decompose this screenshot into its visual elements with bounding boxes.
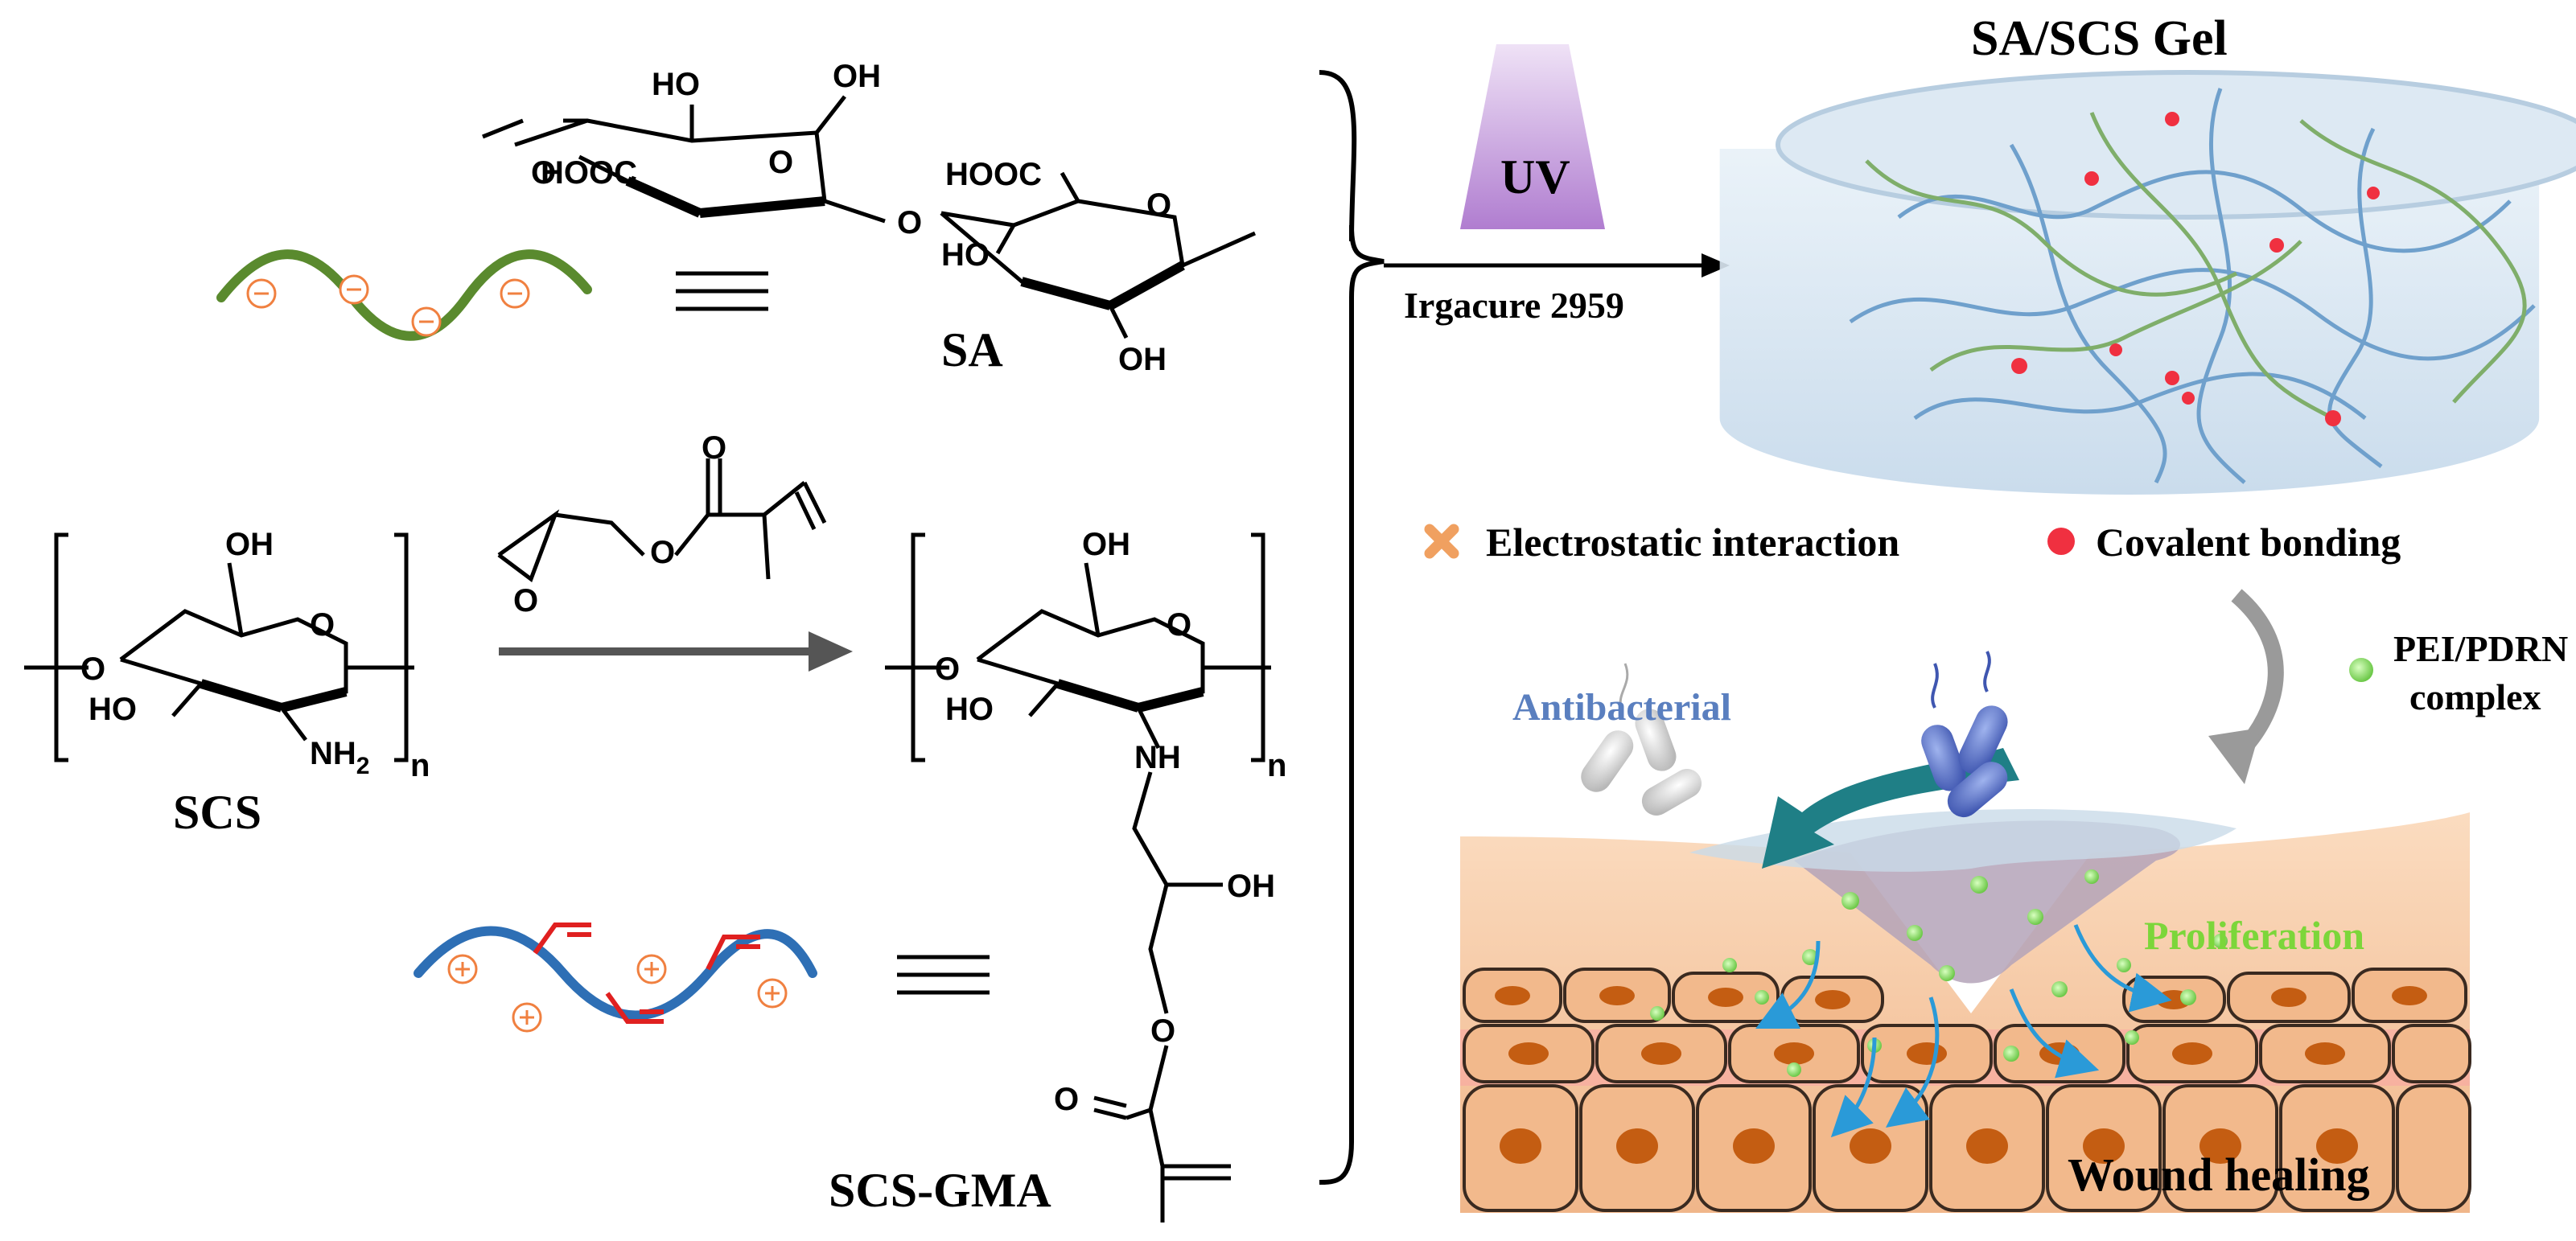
scs-atom-labels: OH O O HO NH2 n SCS xyxy=(80,527,430,839)
scs-gma-atom-labels: OH O O HO NH n OH O O SCS-GMA xyxy=(829,527,1286,1217)
sa-hooc-left: HOOC xyxy=(541,155,637,191)
combination-brace xyxy=(1319,70,1385,1185)
sa-oh-2: OH xyxy=(1118,342,1167,377)
sa-ho-1: HO xyxy=(652,67,700,102)
bacteria-killed xyxy=(1581,663,1702,816)
scs-gma-oh-2: OH xyxy=(1227,869,1275,904)
application-arrow xyxy=(2208,589,2284,784)
bacteria-active xyxy=(1921,651,2008,818)
scs-structure xyxy=(24,532,414,762)
scs-ho: HO xyxy=(88,692,137,727)
sa-ho-2: HO xyxy=(941,237,990,273)
scs-chain-schematic xyxy=(414,923,990,1033)
gma-o-carbonyl: O xyxy=(702,430,726,466)
sa-oh-1: OH xyxy=(833,59,881,94)
wound-healing-label: Wound healing xyxy=(2068,1149,2370,1201)
uv-label: UV xyxy=(1500,150,1570,203)
scs-subscript-n: n xyxy=(410,748,430,783)
electrostatic-cross-icon xyxy=(1424,524,1459,559)
gel-cylinder xyxy=(1719,70,2576,495)
legend: Electrostatic interaction Covalent bondi… xyxy=(1424,520,2401,565)
antibacterial-label: Antibacterial xyxy=(1512,686,1731,729)
crosslink-arrow xyxy=(1384,253,1730,277)
scs-gma-structure xyxy=(885,532,1271,1223)
covalent-dot-icon xyxy=(2047,528,2075,555)
gma-o-epoxide: O xyxy=(513,583,538,618)
scs-gma-o-link: O xyxy=(935,651,960,687)
scs-oh: OH xyxy=(225,527,274,562)
uv-lamp: UV xyxy=(1460,44,1605,229)
scs-ring-o: O xyxy=(310,607,335,643)
sa-structure xyxy=(482,95,1257,339)
scs-gma-name: SCS-GMA xyxy=(829,1164,1051,1217)
initiator-label: Irgacure 2959 xyxy=(1404,285,1624,326)
electrostatic-label: Electrostatic interaction xyxy=(1486,520,1899,565)
proliferation-label: Proliferation xyxy=(2144,913,2364,958)
scs-gma-o-ester: O xyxy=(1150,1013,1175,1049)
scs-gma-ring-o: O xyxy=(1167,607,1191,643)
complex-line2: complex xyxy=(2409,676,2541,717)
sa-ring-o-2: O xyxy=(1146,187,1171,223)
scs-gma-nh: NH xyxy=(1134,740,1181,775)
scs-nh2: NH2 xyxy=(310,736,369,779)
scs-gma-o-carbonyl: O xyxy=(1054,1082,1079,1117)
scs-o-link: O xyxy=(80,651,105,687)
sa-name: SA xyxy=(941,323,1003,376)
gma-reagent xyxy=(497,458,827,583)
scs-name: SCS xyxy=(173,786,261,839)
covalent-label: Covalent bonding xyxy=(2096,520,2401,565)
pdrn-dot-icon xyxy=(2349,658,2373,682)
gel-title: SA/SCS Gel xyxy=(1971,11,2228,66)
complex-line1: PEI/PDRN xyxy=(2393,628,2568,669)
scs-gma-subscript-n: n xyxy=(1267,748,1286,783)
gma-atom-labels: O O O xyxy=(513,430,726,618)
sa-chain-schematic xyxy=(216,249,768,341)
sa-o-glyco: O xyxy=(897,205,922,240)
sa-ring-o-1: O xyxy=(768,145,793,180)
reaction-arrow xyxy=(499,631,853,672)
scs-gma-ho: HO xyxy=(945,692,994,727)
sa-o-link: O xyxy=(531,155,556,191)
scs-gma-oh-1: OH xyxy=(1082,527,1130,562)
sa-atom-labels: HO OH O HOOC HOOC O O HOOC O HO OH SA xyxy=(531,59,1171,377)
gma-o-ester: O xyxy=(650,535,675,570)
sa-hooc-2: HOOC xyxy=(945,157,1042,192)
